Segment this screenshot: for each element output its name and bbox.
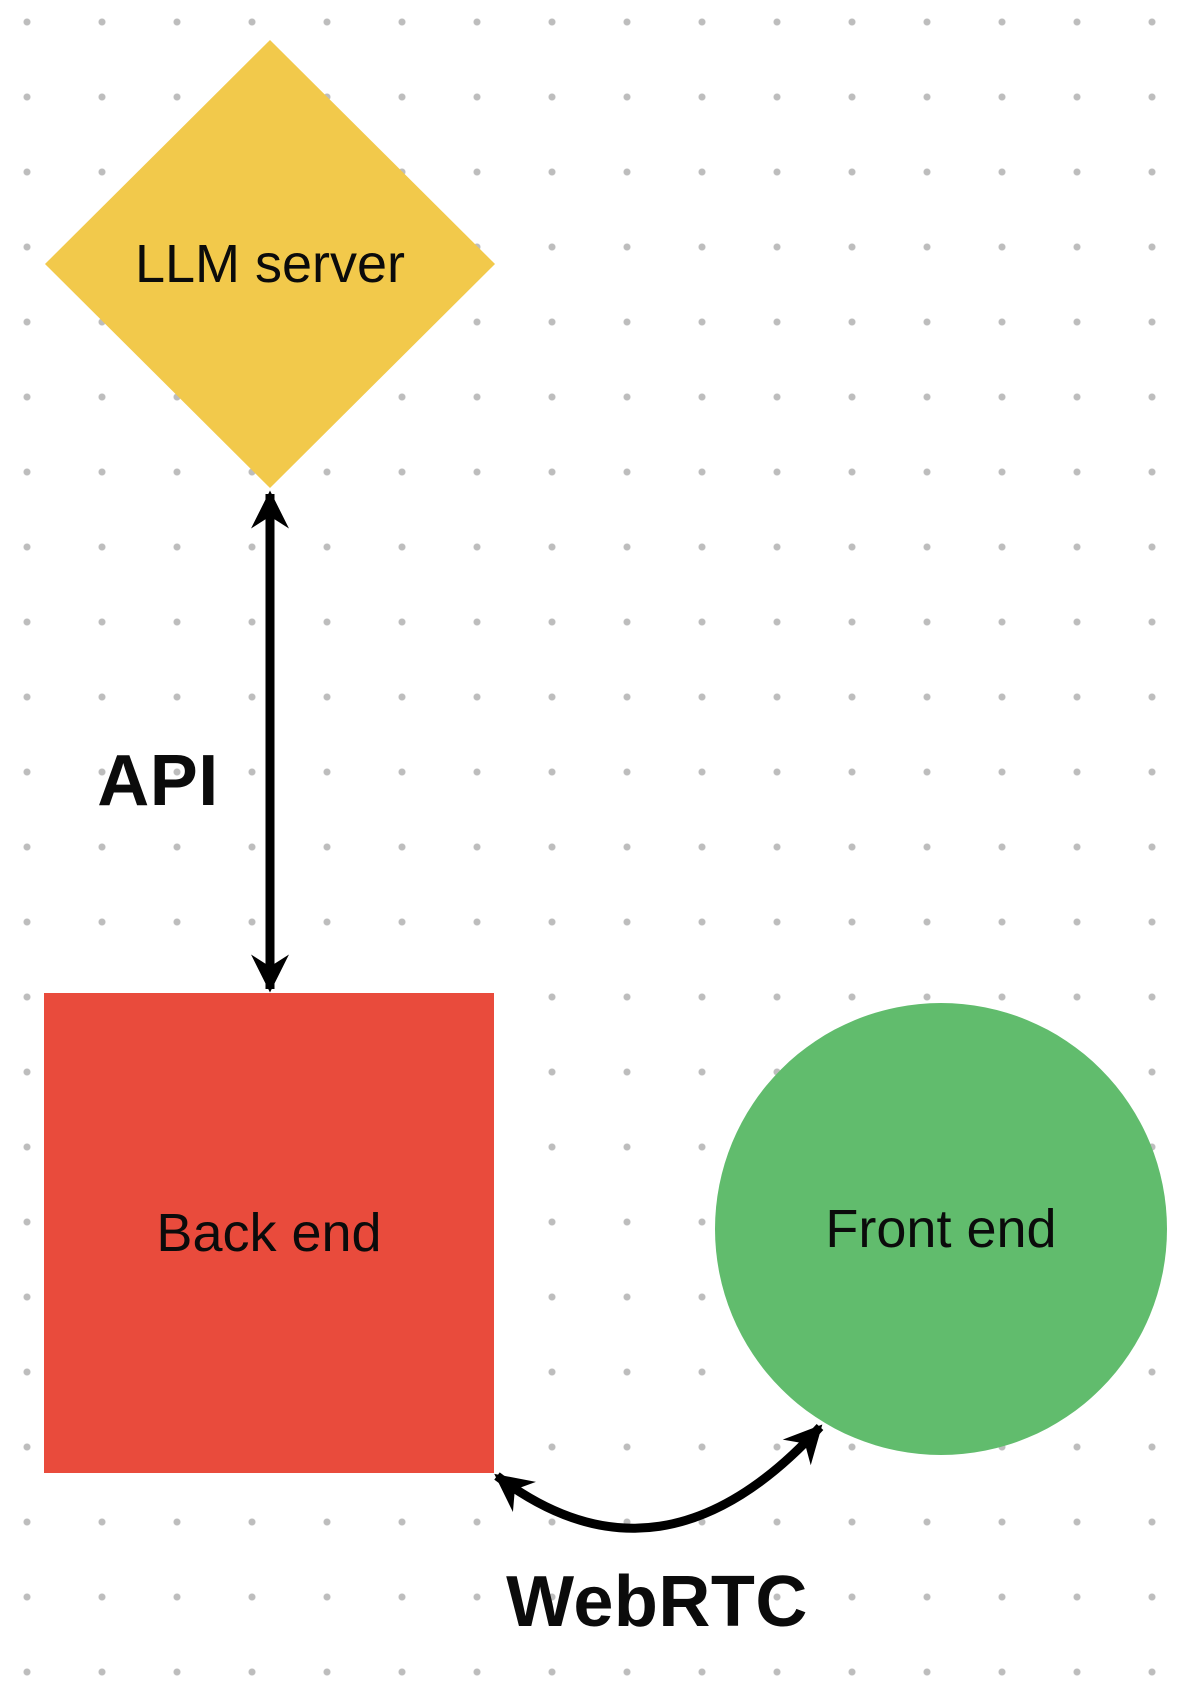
node-llm-server[interactable]: LLM server [45,40,495,488]
connector-webrtc-double-arrow[interactable] [494,1423,824,1533]
connector-webrtc-label[interactable]: WebRTC [506,1562,808,1642]
node-back-end[interactable]: Back end [44,993,494,1473]
node-front-end-label: Front end [825,1198,1057,1259]
node-front-end[interactable]: Front end [715,1003,1167,1455]
connector-api-label[interactable]: API [97,741,219,821]
node-back-end-label: Back end [156,1202,382,1263]
node-llm-server-label: LLM server [134,233,406,294]
